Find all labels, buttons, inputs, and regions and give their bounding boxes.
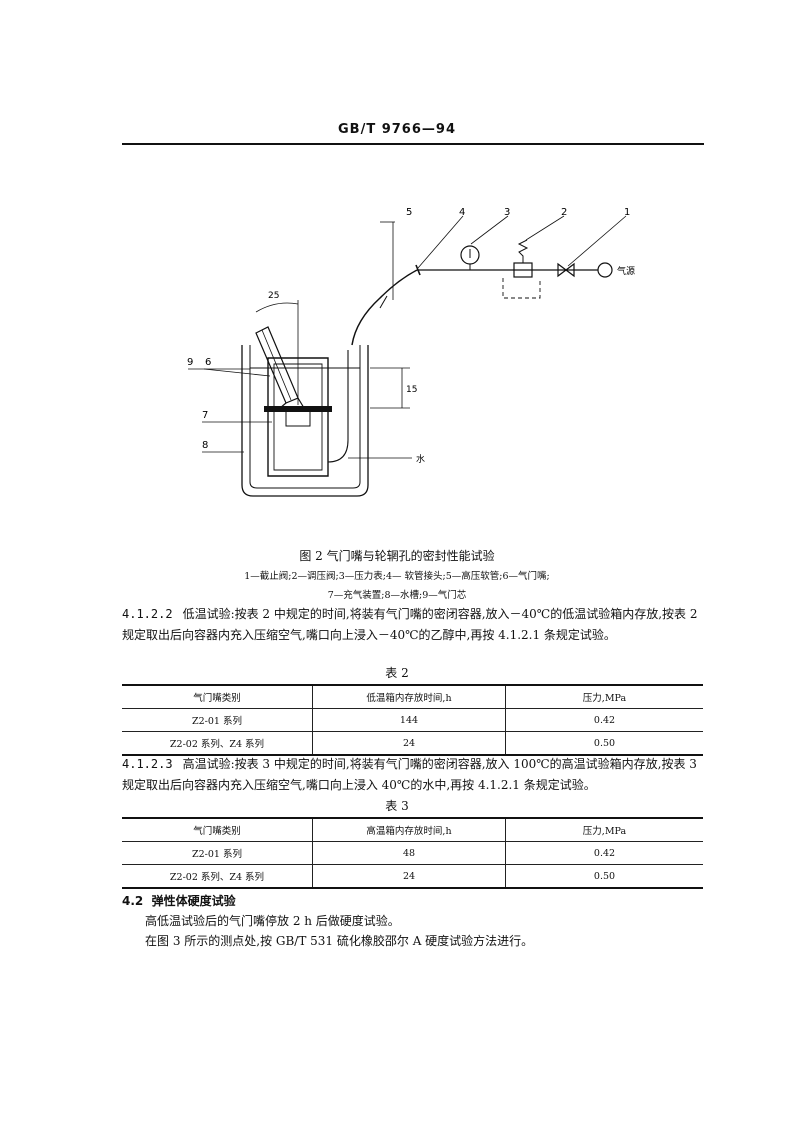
table-cell: 0.42 [505, 841, 703, 865]
table-cell: 0.42 [505, 708, 703, 732]
table-cell: 0.50 [505, 731, 703, 756]
label-2: 2 [561, 207, 567, 218]
table-row: Z2-02 系列、Z4 系列 24 0.50 [122, 731, 703, 756]
table-cell: Z2-02 系列、Z4 系列 [122, 864, 313, 889]
label-air-source: 气源 [617, 265, 635, 277]
clause-number: 4.1.2.3 [122, 757, 173, 771]
label-5: 5 [406, 207, 412, 218]
table-row: Z2-01 系列 48 0.42 [122, 841, 703, 865]
water-tank [241, 345, 369, 497]
shutoff-valve [557, 262, 575, 278]
hose-joint [415, 264, 421, 276]
label-angle-25: 25 [268, 291, 279, 301]
table-header-row: 气门嘴类别 高温箱内存放时间,h 压力,MPa [122, 817, 703, 842]
water-tank-inner [249, 345, 361, 489]
label-3: 3 [504, 207, 510, 218]
table-header-cell: 气门嘴类别 [122, 684, 313, 709]
seal-test-diagram: 5 4 3 2 1 气源 9 6 7 8 水 25 15 [187, 207, 635, 497]
rim-plate [264, 406, 332, 412]
clause-text: 高温试验:按表 3 中规定的时间,将装有气门嘴的密闭容器,放入 100℃的高温试… [122, 757, 697, 792]
standard-number-header: GB/T 9766—94 [338, 122, 456, 137]
inflation-container [267, 357, 329, 477]
label-4: 4 [459, 207, 465, 218]
table-3-title: 表 3 [385, 799, 409, 813]
high-pressure-hose [351, 269, 418, 346]
table-cell: 24 [312, 731, 506, 756]
table-header-cell: 压力,MPa [505, 817, 703, 842]
table-cell: 0.50 [505, 864, 703, 889]
table-cell: 144 [312, 708, 506, 732]
table-row: Z2-01 系列 144 0.42 [122, 708, 703, 732]
label-8: 8 [202, 440, 208, 451]
label-9: 9 [187, 357, 193, 368]
figure-legend-line-2: 7—充气装置;8—水槽;9—气门芯 [327, 590, 467, 601]
section-4-2-line-1: 高低温试验后的气门嘴停放 2 h 后做硬度试验。 [145, 914, 400, 928]
table-header-cell: 低温箱内存放时间,h [312, 684, 506, 709]
table-header-cell: 压力,MPa [505, 684, 703, 709]
table-2: 气门嘴类别 低温箱内存放时间,h 压力,MPa Z2-01 系列 144 0.4… [122, 684, 703, 756]
label-1: 1 [624, 207, 630, 218]
label-water: 水 [416, 453, 425, 465]
table-header-cell: 气门嘴类别 [122, 817, 313, 842]
container-hose [327, 350, 349, 463]
table-cell: 48 [312, 841, 506, 865]
header-rule [122, 143, 704, 145]
section-title: 弹性体硬度试验 [151, 894, 236, 908]
section-4-2-line-2: 在图 3 所示的测点处,按 GB/T 531 硫化橡胶邵尔 A 硬度试验方法进行… [145, 934, 534, 948]
section-4-2-heading: 4.2 弹性体硬度试验 [122, 892, 236, 909]
valve-stem [255, 326, 306, 409]
clause-number: 4.1.2.2 [122, 607, 173, 621]
section-number: 4.2 [122, 894, 144, 908]
label-depth-15: 15 [406, 385, 417, 395]
table-cell: Z2-01 系列 [122, 708, 313, 732]
clause-text: 低温试验:按表 2 中规定的时间,将装有气门嘴的密闭容器,放入－40℃的低温试验… [122, 607, 698, 642]
table-header-row: 气门嘴类别 低温箱内存放时间,h 压力,MPa [122, 684, 703, 709]
label-7: 7 [202, 410, 208, 421]
air-source [597, 262, 613, 278]
table-cell: 24 [312, 864, 506, 889]
table-cell: Z2-01 系列 [122, 841, 313, 865]
table-3: 气门嘴类别 高温箱内存放时间,h 压力,MPa Z2-01 系列 48 0.42… [122, 817, 703, 889]
figure-2-caption: 图 2 气门嘴与轮辋孔的密封性能试验 [299, 549, 495, 563]
table-2-title: 表 2 [385, 666, 409, 680]
table-cell: Z2-02 系列、Z4 系列 [122, 731, 313, 756]
pressure-gauge [460, 245, 480, 265]
label-6: 6 [205, 357, 211, 368]
table-row: Z2-02 系列、Z4 系列 24 0.50 [122, 864, 703, 889]
figure-legend-line-1: 1—截止阀;2—调压阀;3—压力表;4— 软管接头;5—高压软管;6—气门嘴; [244, 571, 550, 582]
table-header-cell: 高温箱内存放时间,h [312, 817, 506, 842]
